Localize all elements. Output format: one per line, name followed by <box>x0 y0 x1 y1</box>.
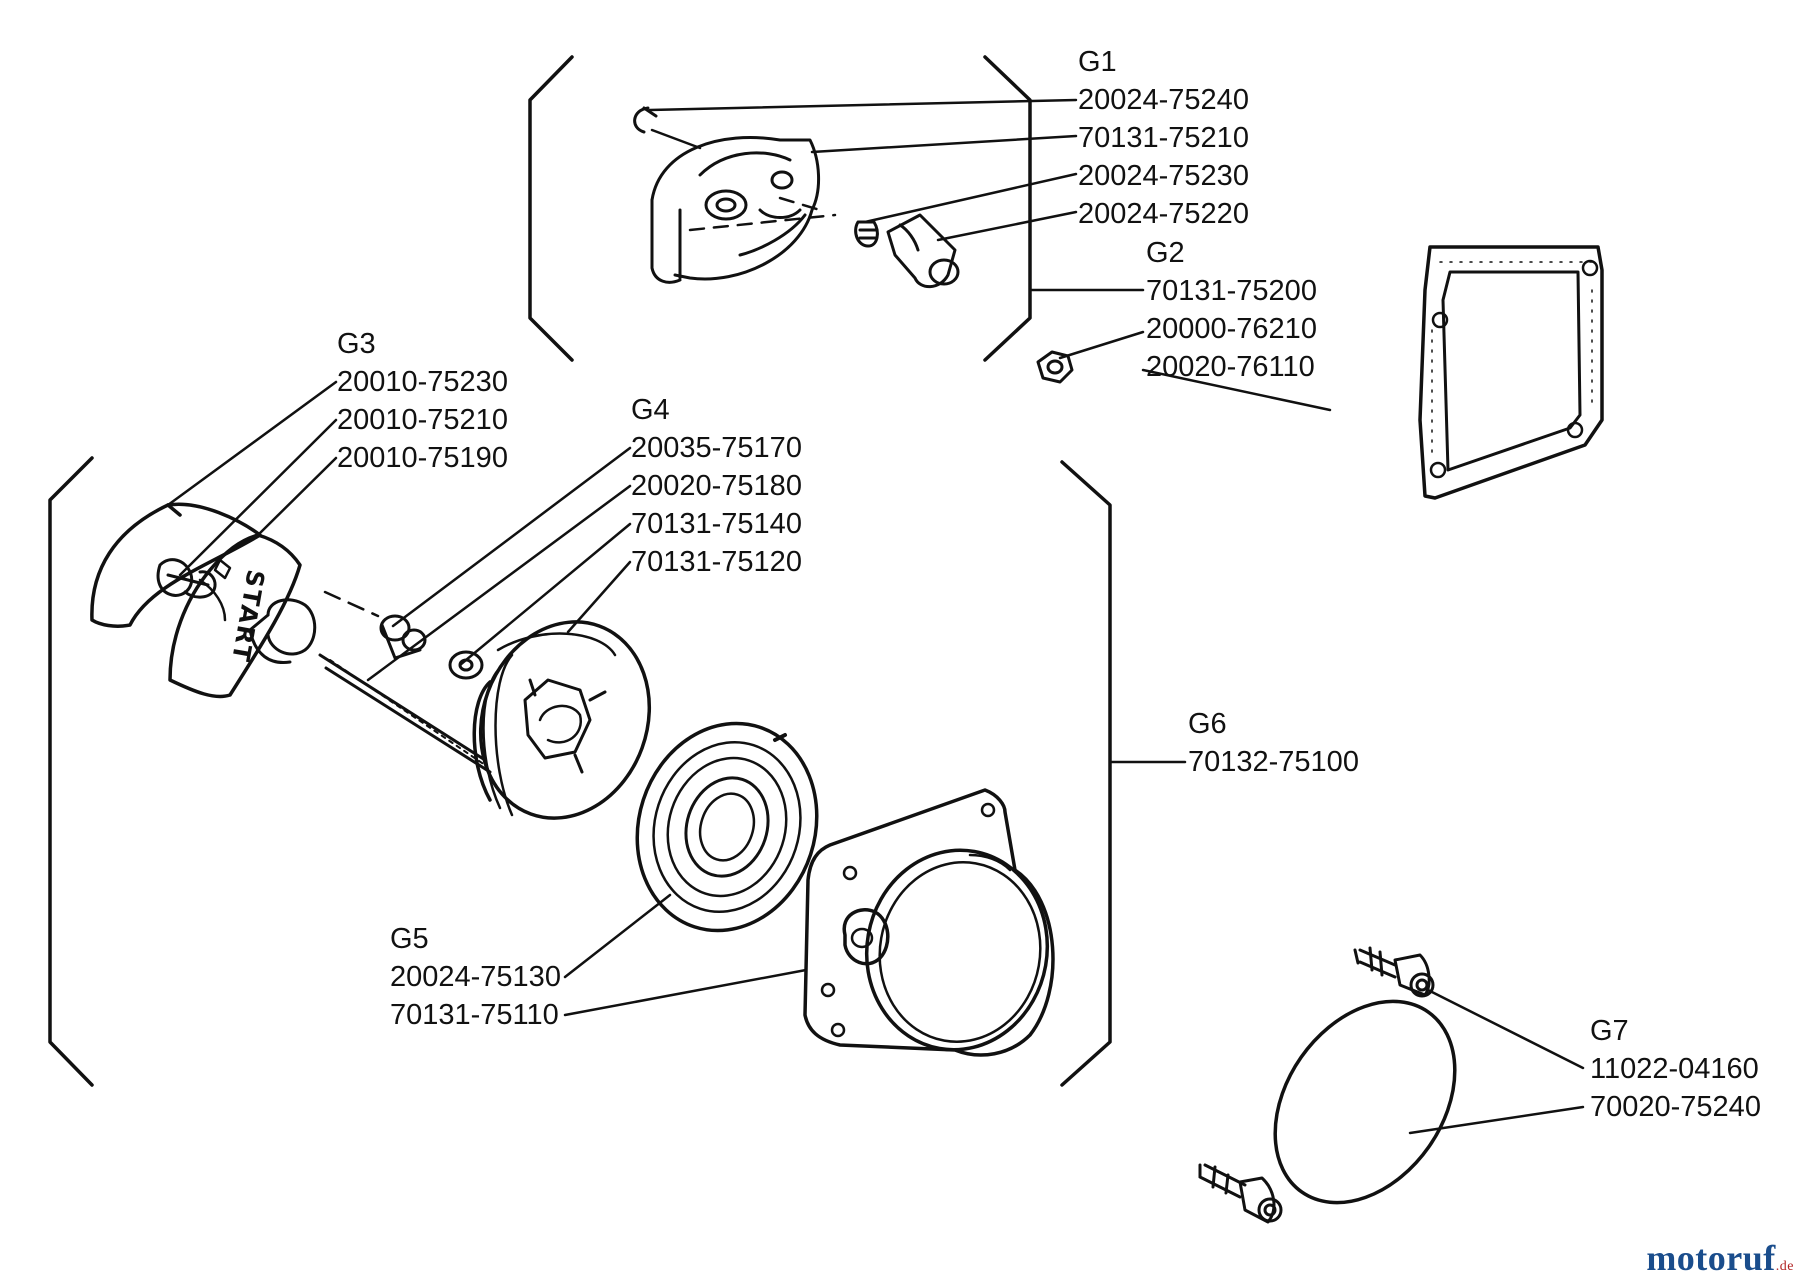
starter-rope <box>318 653 492 774</box>
leader-lines <box>166 98 1585 1135</box>
label-g5: G5 20024-75130 70131-75110 <box>390 920 561 1034</box>
part-number: 70131-75120 <box>631 546 802 578</box>
part-number: 70131-75200 <box>1146 275 1317 307</box>
pawl-pin <box>248 598 317 665</box>
cover-disc <box>1273 999 1457 1205</box>
part-number: 20024-75220 <box>1078 198 1249 230</box>
part-number: 20035-75170 <box>631 432 802 464</box>
part-number: 70020-75240 <box>1590 1091 1761 1123</box>
group-name-g1: G1 <box>1078 46 1117 78</box>
part-number: 70131-75110 <box>390 999 559 1031</box>
clutch-shoe <box>650 136 821 284</box>
center-screw <box>379 614 427 660</box>
clutch-e-clip <box>633 106 658 134</box>
part-number: 20024-75230 <box>1078 160 1249 192</box>
g6-bracket-left <box>48 456 94 1087</box>
label-g7: G7 11022-04160 70020-75240 <box>1590 1012 1761 1126</box>
watermark-brand: motoruf <box>1646 1238 1776 1278</box>
group-name-g5: G5 <box>390 923 429 955</box>
label-g3: G3 20010-75230 20010-75210 20010-75190 <box>337 325 508 477</box>
group-name-g7: G7 <box>1590 1015 1629 1047</box>
part-number: 70131-75210 <box>1078 122 1249 154</box>
pawl-marking: START <box>226 568 270 666</box>
part-number: 20010-75230 <box>337 366 508 398</box>
group-name-g2: G2 <box>1146 237 1185 269</box>
label-g2: G2 70131-75200 20000-76210 20020-76110 <box>1146 234 1317 386</box>
group-name-g3: G3 <box>337 328 376 360</box>
g1-bracket-left <box>528 55 574 362</box>
washer <box>448 650 484 680</box>
cover-screw-top <box>1353 946 1435 998</box>
label-g6: G6 70132-75100 <box>1188 705 1359 781</box>
g6-bracket-right <box>1060 460 1112 1087</box>
clutch-nut-sleeve <box>886 213 960 289</box>
g1-bracket-right <box>983 55 1032 362</box>
pawl-plate: START <box>168 533 302 699</box>
starter-case <box>803 788 1055 1057</box>
part-number: 70132-75100 <box>1188 746 1359 778</box>
part-number: 20020-75180 <box>631 470 802 502</box>
group-name-g4: G4 <box>631 394 670 426</box>
part-number: 20010-75210 <box>337 404 508 436</box>
label-g1: G1 20024-75240 70131-75210 20024-75230 2… <box>1078 43 1249 233</box>
part-number: 20010-75190 <box>337 442 508 474</box>
part-number: 20000-76210 <box>1146 313 1317 345</box>
hex-nut <box>1036 350 1074 384</box>
rope-pulley <box>472 620 652 820</box>
part-number: 20024-75240 <box>1078 84 1249 116</box>
recoil-spring <box>635 721 819 933</box>
cover-screw-bottom <box>1198 1163 1283 1224</box>
part-number: 11022-04160 <box>1590 1053 1759 1085</box>
watermark-logo: motoruf.de <box>1646 1237 1794 1279</box>
pawl-guide <box>90 502 262 628</box>
part-number: 20020-76110 <box>1146 351 1315 383</box>
clutch-spring <box>854 220 879 248</box>
clutch-exploded-axis <box>688 196 837 232</box>
part-number: 70131-75140 <box>631 508 802 540</box>
group-name-g6: G6 <box>1188 708 1227 740</box>
label-g4: G4 20035-75170 20020-75180 70131-75140 7… <box>631 391 802 581</box>
part-number: 20024-75130 <box>390 961 561 993</box>
gasket <box>1418 245 1604 500</box>
watermark-tld: .de <box>1775 1259 1794 1274</box>
